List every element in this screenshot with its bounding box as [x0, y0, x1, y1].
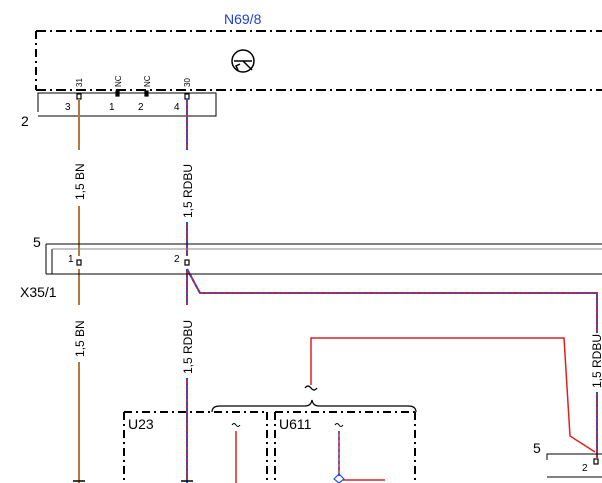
right-connector-pin: 2 [582, 463, 588, 474]
connector-x35-number: 5 [33, 234, 41, 250]
connector-x35-pins [76, 259, 190, 266]
u23-tilde-icon [231, 423, 241, 427]
pin-function-31: 31 [75, 78, 84, 87]
module-brace [211, 399, 417, 413]
right-connector-pin-mark [593, 458, 599, 465]
wire-bn-label-lower: 1,5 BN [73, 320, 87, 357]
connector-x35-label: X35/1 [20, 284, 57, 300]
wire-rdbu-label-branch: 1,5 RDBU [590, 334, 602, 388]
wire-red-feed [310, 337, 596, 453]
tilde-symbol [304, 385, 318, 391]
connector-x35-housing [45, 243, 602, 275]
pin-number-4: 4 [174, 102, 180, 113]
pin-function-nc-1: NC [114, 75, 123, 87]
pin-number-1: 1 [109, 102, 115, 113]
module-u611-label: U611 [279, 416, 312, 432]
right-connector-housing [546, 453, 602, 478]
module-u23-label: U23 [128, 416, 154, 432]
u611-tilde-icon [334, 423, 344, 427]
pin-function-30: 30 [183, 78, 192, 87]
wire-bn-label-upper: 1,5 BN [73, 163, 87, 200]
component-box [35, 30, 602, 91]
pin-number-2: 2 [138, 102, 144, 113]
u611-junction-icon [333, 473, 345, 483]
wire-rdbu-label-lower: 1,5 RDBU [181, 320, 195, 374]
component-motor-icon [231, 49, 255, 73]
wire-rdbu-label-upper: 1,5 RDBU [181, 164, 195, 218]
module-u23-box [123, 411, 268, 483]
connector-x35-pin-1: 1 [68, 254, 74, 265]
connector-2-label: 2 [21, 113, 29, 129]
connector-x35-pin-2: 2 [174, 254, 180, 265]
right-connector-number: 5 [533, 440, 541, 456]
pin-ticks [76, 90, 190, 100]
component-title: N69/8 [224, 11, 262, 27]
module-u611-box [274, 411, 416, 483]
pin-number-3: 3 [65, 102, 71, 113]
module-u611-wire [338, 431, 385, 481]
pin-function-nc-2: NC [143, 75, 152, 87]
wire-rdbu [186, 99, 598, 483]
connector-2-housing [37, 92, 217, 117]
